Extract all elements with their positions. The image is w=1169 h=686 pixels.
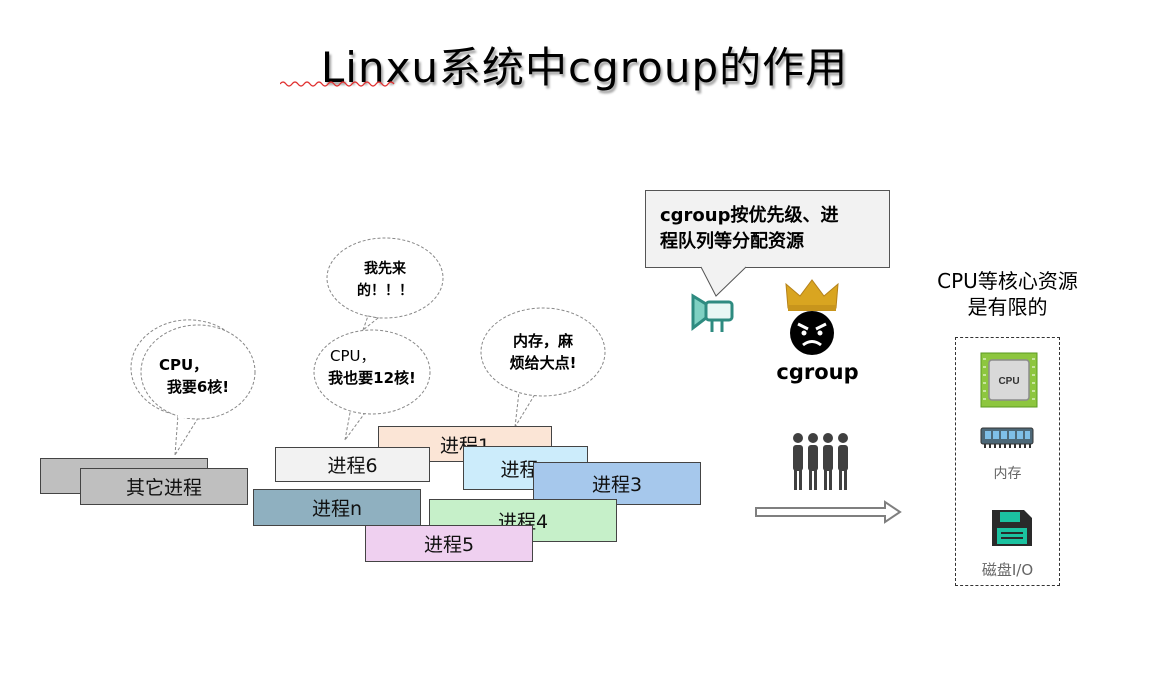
bubble-line: CPU， <box>330 347 376 365</box>
bubble-line: 我先来 <box>364 261 406 277</box>
bubble-cpu12 <box>313 329 431 415</box>
bubble-mem-text: 内存，麻 烦给大点! <box>484 330 602 374</box>
bubble-first-text: 我先来 的！！！ <box>333 258 437 302</box>
bubble-cpu12-text: CPU， 我也要12核! <box>316 345 428 389</box>
bubble-cpu6-text: CPU， 我要6核! <box>145 354 251 398</box>
bubble-line: 我要6核! <box>166 378 230 396</box>
bubble-mem <box>480 307 606 397</box>
right-arrow-icon <box>755 500 902 524</box>
process-5: 进程5 <box>365 525 533 562</box>
bubble-first <box>326 237 444 319</box>
bubble-line: 烦给大点! <box>509 354 577 372</box>
callout-line: 程队列等分配资源 <box>660 231 804 252</box>
process-n: 进程n <box>253 489 421 526</box>
angry-king-icon <box>785 279 839 355</box>
memory-label: 内存 <box>993 466 1022 482</box>
spellcheck-underline <box>280 81 395 87</box>
memory-icon <box>980 427 1034 448</box>
megaphone-icon <box>691 293 734 332</box>
resources-title-line: CPU等核心资源 <box>937 269 1078 293</box>
cgroup-label: cgroup <box>776 360 859 384</box>
resources-title-line: 是有限的 <box>967 295 1048 319</box>
resources-title: CPU等核心资源 是有限的 <box>920 268 1095 320</box>
process-6: 进程6 <box>275 447 430 482</box>
bubble-line: 我也要12核! <box>328 369 416 387</box>
resources-panel <box>955 337 1060 586</box>
bubble-line: 内存，麻 <box>512 332 573 350</box>
callout-box: cgroup按优先级、进 程队列等分配资源 <box>645 190 890 268</box>
disk-label: 磁盘I/O <box>981 561 1034 579</box>
page-title: Linxu系统中cgroup的作用 <box>0 34 1169 95</box>
cpu-chip-label: CPU <box>998 376 1019 387</box>
title-text: Linxu系统中cgroup的作用 <box>320 43 849 92</box>
cpu-chip-icon: CPU <box>980 352 1038 408</box>
bubble-line: CPU， <box>159 356 209 374</box>
process-3: 进程3 <box>533 462 701 505</box>
bubble-line: 的！！！ <box>357 283 413 299</box>
callout-line: cgroup按优先级、进 <box>660 205 839 226</box>
queue-people-icon <box>793 433 848 490</box>
callout-tail <box>700 266 747 297</box>
process-other: 其它进程 <box>80 468 248 505</box>
disk-icon <box>992 510 1032 546</box>
